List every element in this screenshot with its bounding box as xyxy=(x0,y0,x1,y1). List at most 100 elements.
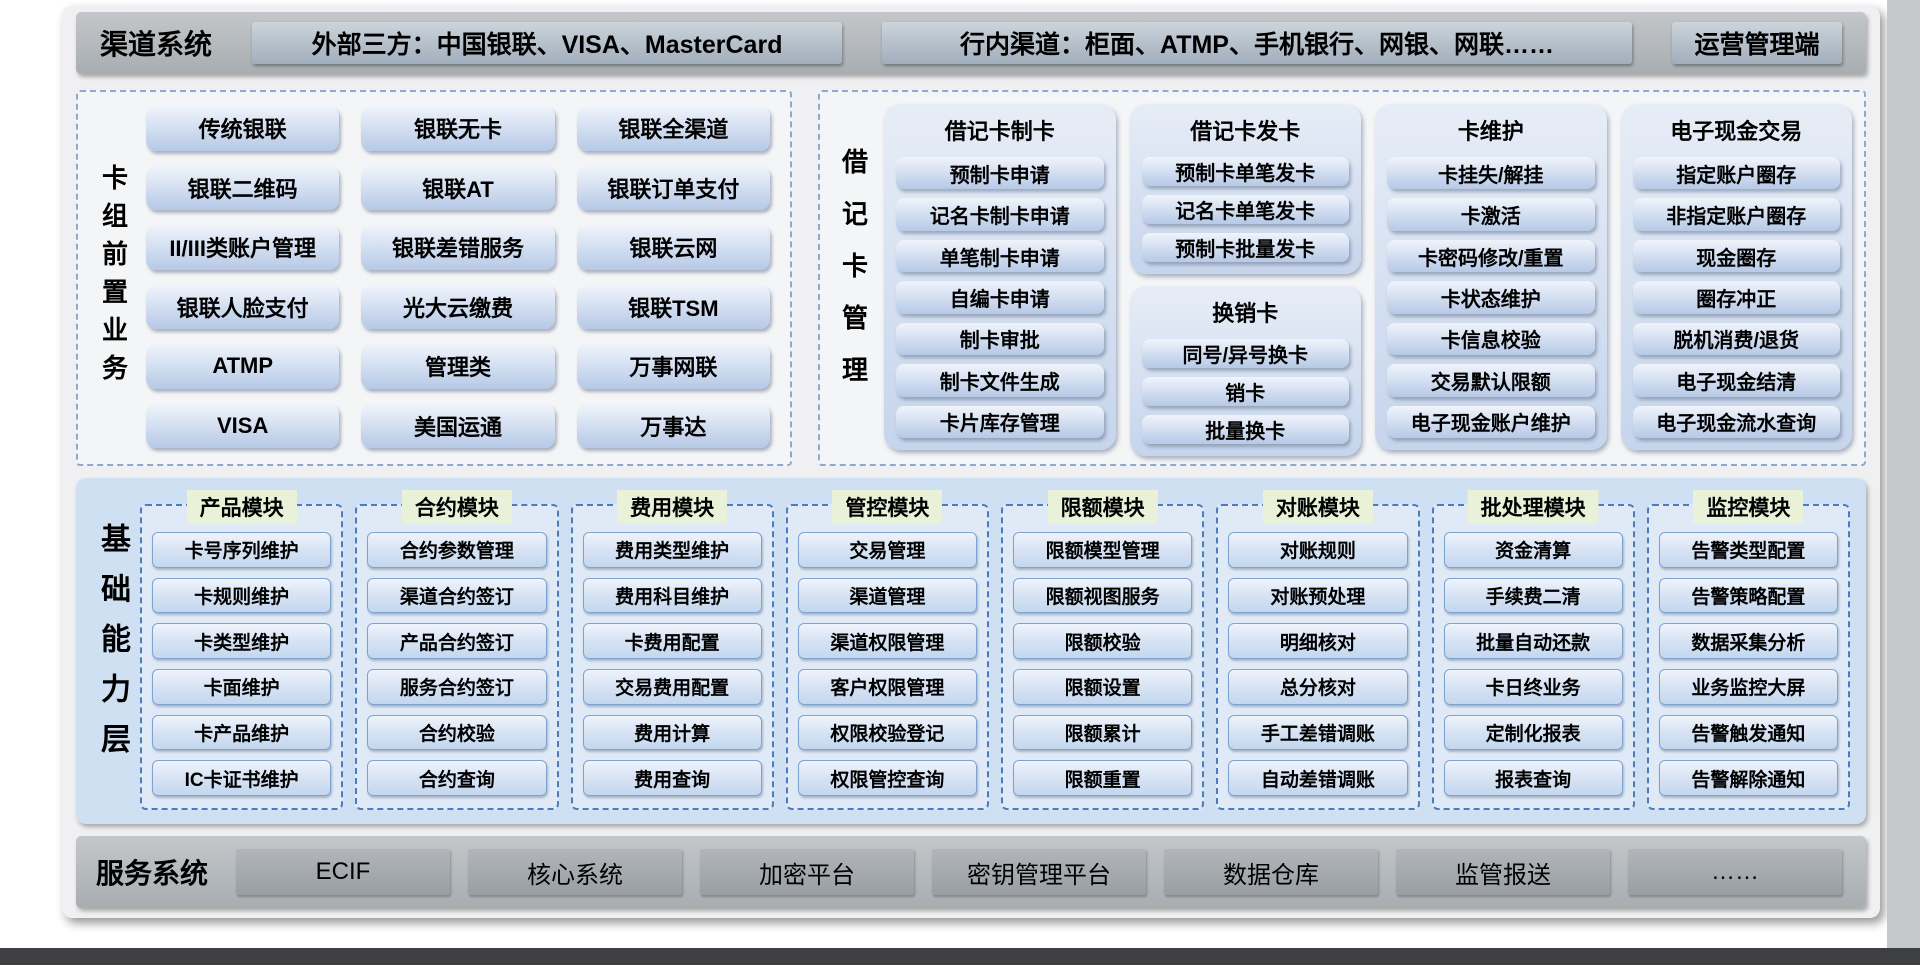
card-front-item: 银联无卡 xyxy=(361,106,555,151)
card-front-item: 银联全渠道 xyxy=(576,106,770,151)
card-front-item: 管理类 xyxy=(361,344,555,389)
module-reconciliation: 对账模块 对账规则 对账预处理 明细核对 总分核对 手工差错调账 自动差错调账 xyxy=(1216,490,1420,810)
debit-item: 卡密码修改/重置 xyxy=(1387,239,1595,273)
module-item: 客户权限管理 xyxy=(797,669,977,705)
modules-row: 产品模块 卡号序列维护 卡规则维护 卡类型维护 卡面维护 卡产品维护 IC卡证书… xyxy=(140,490,1850,810)
module-item: 限额设置 xyxy=(1013,669,1193,705)
module-item: 告警类型配置 xyxy=(1658,532,1838,568)
card-front-section: 卡组前置业务 传统银联 银联无卡 银联全渠道 银联二维码 银联AT 银联订单支付… xyxy=(76,90,792,466)
debit-item: 批量换卡 xyxy=(1141,415,1349,444)
debit-item: 单笔制卡申请 xyxy=(896,239,1104,273)
card-front-item: 美国运通 xyxy=(361,403,555,448)
debit-item: 记名卡制卡申请 xyxy=(896,198,1104,231)
module-item: 交易管理 xyxy=(797,532,977,568)
debit-column: 电子现金交易 指定账户圈存 非指定账户圈存 现金圈存 圈存冲正 脱机消费/退货 … xyxy=(1620,104,1852,450)
group-title: 借记卡发卡 xyxy=(1190,119,1301,144)
service-item-core: 核心系统 xyxy=(468,849,683,895)
card-front-label: 卡组前置业务 xyxy=(98,164,129,392)
module-item: 卡日终业务 xyxy=(1443,669,1623,705)
debit-item: 预制卡申请 xyxy=(896,157,1104,190)
module-title: 对账模块 xyxy=(1262,490,1373,524)
card-front-item: VISA xyxy=(146,403,340,448)
debit-column: 卡维护 卡挂失/解挂 卡激活 卡密码修改/重置 卡状态维护 卡信息校验 交易默认… xyxy=(1375,104,1607,450)
module-item: 卡类型维护 xyxy=(152,623,332,660)
debit-column: 借记卡发卡 预制卡单笔发卡 记名卡单笔发卡 预制卡批量发卡 换销卡 同号/异号换… xyxy=(1129,104,1361,456)
debit-item: 卡片库存管理 xyxy=(896,405,1104,438)
card-front-item: 银联TSM xyxy=(576,284,770,329)
base-capability-section: 基础能力层 产品模块 卡号序列维护 卡规则维护 卡类型维护 卡面维护 卡产品维护… xyxy=(76,478,1866,824)
module-item: 自动差错调账 xyxy=(1228,760,1408,797)
service-item-regulatory: 监管报送 xyxy=(1396,849,1611,895)
module-item: 卡面维护 xyxy=(152,669,332,705)
module-title: 产品模块 xyxy=(186,490,297,524)
module-monitor: 监控模块 告警类型配置 告警策略配置 数据采集分析 业务监控大屏 告警触发通知 … xyxy=(1646,490,1850,810)
debit-item: 预制卡批量发卡 xyxy=(1141,233,1349,262)
debit-item: 脱机消费/退货 xyxy=(1632,322,1840,356)
debit-item: 非指定账户圈存 xyxy=(1632,198,1840,231)
module-item: 交易费用配置 xyxy=(582,669,762,705)
middle-row: 卡组前置业务 传统银联 银联无卡 银联全渠道 银联二维码 银联AT 银联订单支付… xyxy=(76,90,1866,466)
module-item: 合约查询 xyxy=(367,760,547,797)
service-item-encryption: 加密平台 xyxy=(700,849,915,895)
service-item-key-management: 密钥管理平台 xyxy=(932,849,1147,895)
card-front-item: 万事网联 xyxy=(576,344,770,389)
card-front-item: 银联差错服务 xyxy=(361,225,555,270)
module-fee: 费用模块 费用类型维护 费用科目维护 卡费用配置 交易费用配置 费用计算 费用查… xyxy=(570,490,774,810)
debit-item: 制卡审批 xyxy=(896,322,1104,356)
card-front-item: 光大云缴费 xyxy=(361,284,555,329)
debit-card-section: 借记卡管理 借记卡制卡 预制卡申请 记名卡制卡申请 单笔制卡申请 自编卡申请 制… xyxy=(818,90,1866,466)
module-item: 数据采集分析 xyxy=(1658,623,1838,660)
debit-item: 自编卡申请 xyxy=(896,281,1104,314)
module-contract: 合约模块 合约参数管理 渠道合约签订 产品合约签订 服务合约签订 合约校验 合约… xyxy=(355,490,559,810)
module-item: 卡号序列维护 xyxy=(152,532,332,568)
debit-column: 借记卡制卡 预制卡申请 记名卡制卡申请 单笔制卡申请 自编卡申请 制卡审批 制卡… xyxy=(884,104,1116,450)
service-bar: 服务系统 ECIF 核心系统 加密平台 密钥管理平台 数据仓库 监管报送 …… xyxy=(76,836,1866,908)
module-item: 费用科目维护 xyxy=(582,577,762,614)
debit-group-card-maintenance: 卡维护 卡挂失/解挂 卡激活 卡密码修改/重置 卡状态维护 卡信息校验 交易默认… xyxy=(1375,104,1607,450)
module-item: 手工差错调账 xyxy=(1228,714,1408,751)
card-front-item: 银联云网 xyxy=(576,225,770,270)
module-control: 管控模块 交易管理 渠道管理 渠道权限管理 客户权限管理 权限校验登记 权限管控… xyxy=(785,490,989,810)
group-title: 换销卡 xyxy=(1212,301,1279,326)
module-item: 报表查询 xyxy=(1443,760,1623,797)
debit-item: 电子现金账户维护 xyxy=(1387,405,1595,438)
bottom-edge-bar xyxy=(0,948,1920,965)
module-item: 合约参数管理 xyxy=(367,532,547,568)
debit-item: 现金圈存 xyxy=(1632,239,1840,273)
group-title: 借记卡制卡 xyxy=(944,119,1055,144)
module-product: 产品模块 卡号序列维护 卡规则维护 卡类型维护 卡面维护 卡产品维护 IC卡证书… xyxy=(140,490,344,810)
debit-group-card-making: 借记卡制卡 预制卡申请 记名卡制卡申请 单笔制卡申请 自编卡申请 制卡审批 制卡… xyxy=(884,104,1116,450)
module-item: 费用类型维护 xyxy=(582,532,762,568)
module-item: 卡费用配置 xyxy=(582,623,762,660)
service-item-ecif: ECIF xyxy=(236,849,451,895)
module-title: 限额模块 xyxy=(1047,490,1158,524)
debit-item: 制卡文件生成 xyxy=(896,364,1104,397)
module-item: 限额校验 xyxy=(1013,623,1193,660)
debit-item: 电子现金流水查询 xyxy=(1632,405,1840,438)
module-item: 手续费二清 xyxy=(1443,577,1623,614)
debit-card-label: 借记卡管理 xyxy=(838,148,869,408)
debit-item: 指定账户圈存 xyxy=(1632,157,1840,190)
module-item: 对账规则 xyxy=(1228,532,1408,568)
group-title: 卡维护 xyxy=(1457,119,1524,144)
card-front-item: 银联二维码 xyxy=(146,165,340,210)
module-item: 卡产品维护 xyxy=(152,714,332,751)
debit-group-ecash: 电子现金交易 指定账户圈存 非指定账户圈存 现金圈存 圈存冲正 脱机消费/退货 … xyxy=(1620,104,1852,450)
channel-bar-label: 渠道系统 xyxy=(100,29,213,60)
debit-item: 卡激活 xyxy=(1387,198,1595,231)
card-front-item: 银联人脸支付 xyxy=(146,284,340,329)
card-front-item: 传统银联 xyxy=(146,106,340,151)
debit-group-card-replace-cancel: 换销卡 同号/异号换卡 销卡 批量换卡 xyxy=(1129,286,1361,456)
module-item: IC卡证书维护 xyxy=(152,760,332,797)
group-title: 电子现金交易 xyxy=(1670,119,1803,144)
channel-internal-block: 行内渠道：柜面、ATMP、手机银行、网银、网联…… xyxy=(882,22,1633,64)
module-item: 渠道合约签订 xyxy=(367,577,547,614)
right-gutter xyxy=(1887,0,1920,948)
service-bar-label: 服务系统 xyxy=(96,858,209,889)
debit-item: 电子现金结清 xyxy=(1632,364,1840,397)
debit-group-card-issuing: 借记卡发卡 预制卡单笔发卡 记名卡单笔发卡 预制卡批量发卡 xyxy=(1129,104,1361,274)
module-item: 费用计算 xyxy=(582,714,762,751)
debit-item: 圈存冲正 xyxy=(1632,281,1840,314)
debit-item: 销卡 xyxy=(1141,377,1349,406)
module-item: 总分核对 xyxy=(1228,669,1408,705)
